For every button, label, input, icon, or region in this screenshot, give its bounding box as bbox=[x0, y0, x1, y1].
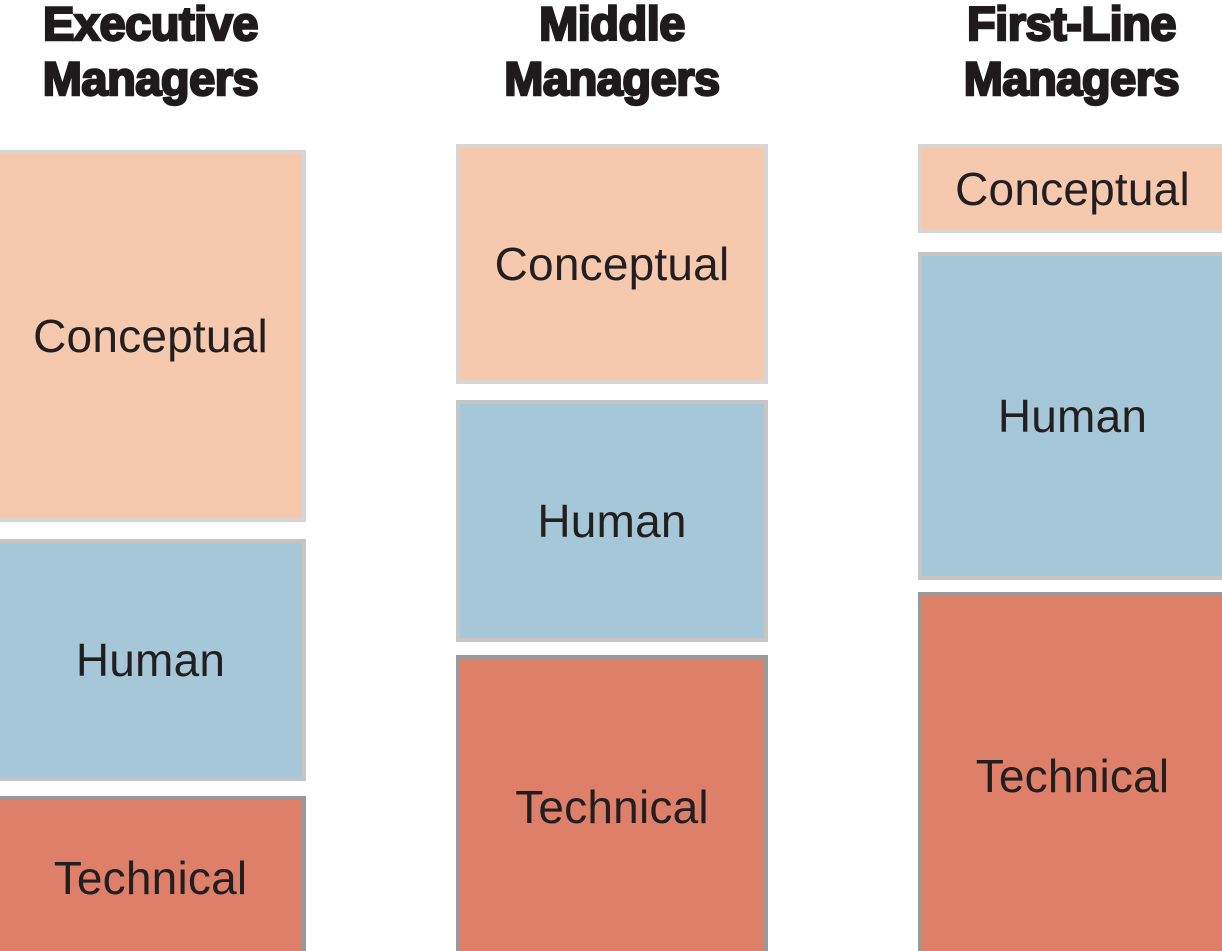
skill-label-technical: Technical bbox=[53, 851, 248, 904]
skill-label-human: Human bbox=[537, 495, 687, 547]
skill-box-middle-human: Human bbox=[456, 400, 768, 642]
column-header-executive-line1: Executive bbox=[42, 0, 260, 51]
skill-box-executive-conceptual: Conceptual bbox=[0, 150, 306, 522]
column-header-executive: Executive Managers bbox=[0, 0, 306, 136]
skill-box-executive-human: Human bbox=[0, 539, 306, 781]
skill-box-first-line-technical: Technical bbox=[918, 592, 1222, 951]
column-header-first-line: First-Line Managers bbox=[916, 0, 1222, 136]
skill-box-middle-conceptual: Conceptual bbox=[456, 144, 768, 384]
column-header-middle-line2: Managers bbox=[503, 51, 721, 106]
skill-box-first-line-human: Human bbox=[918, 252, 1222, 580]
skill-box-executive-technical: Technical bbox=[0, 796, 306, 951]
column-header-executive-line2: Managers bbox=[42, 51, 260, 106]
skill-box-middle-technical: Technical bbox=[456, 655, 768, 951]
column-header-middle: Middle Managers bbox=[456, 0, 768, 136]
skill-label-conceptual: Conceptual bbox=[33, 310, 268, 362]
skill-label-human: Human bbox=[75, 634, 226, 686]
skill-label-conceptual: Conceptual bbox=[494, 238, 730, 290]
skill-label-human: Human bbox=[997, 390, 1148, 442]
skill-label-technical: Technical bbox=[515, 781, 709, 833]
skill-label-technical: Technical bbox=[975, 749, 1170, 802]
column-header-first-line-line2: Managers bbox=[963, 51, 1181, 106]
column-header-first-line-line1: First-Line bbox=[966, 0, 1178, 51]
skill-label-conceptual: Conceptual bbox=[955, 162, 1190, 215]
skill-box-first-line-conceptual: Conceptual bbox=[918, 144, 1222, 233]
column-header-middle-line1: Middle bbox=[538, 0, 687, 51]
